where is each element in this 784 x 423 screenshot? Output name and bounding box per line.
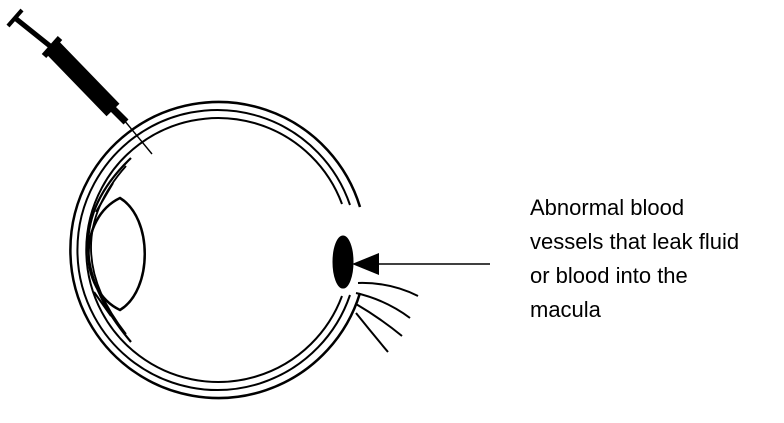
retina-layer — [86, 118, 342, 382]
sclera-outer — [70, 102, 360, 398]
annotation-line: or blood into the — [530, 259, 780, 293]
choroid-layer — [77, 110, 350, 390]
annotation-line: vessels that leak fluid — [530, 225, 780, 259]
macula-lesion — [333, 236, 353, 288]
optic-nerve — [358, 283, 418, 296]
annotation-line: macula — [530, 293, 780, 327]
annotation-line: Abnormal blood — [530, 191, 780, 225]
annotation-label: Abnormal blood vessels that leak fluid o… — [530, 191, 780, 327]
arrow-icon — [352, 253, 490, 275]
eye-cross-section-icon — [70, 102, 418, 398]
